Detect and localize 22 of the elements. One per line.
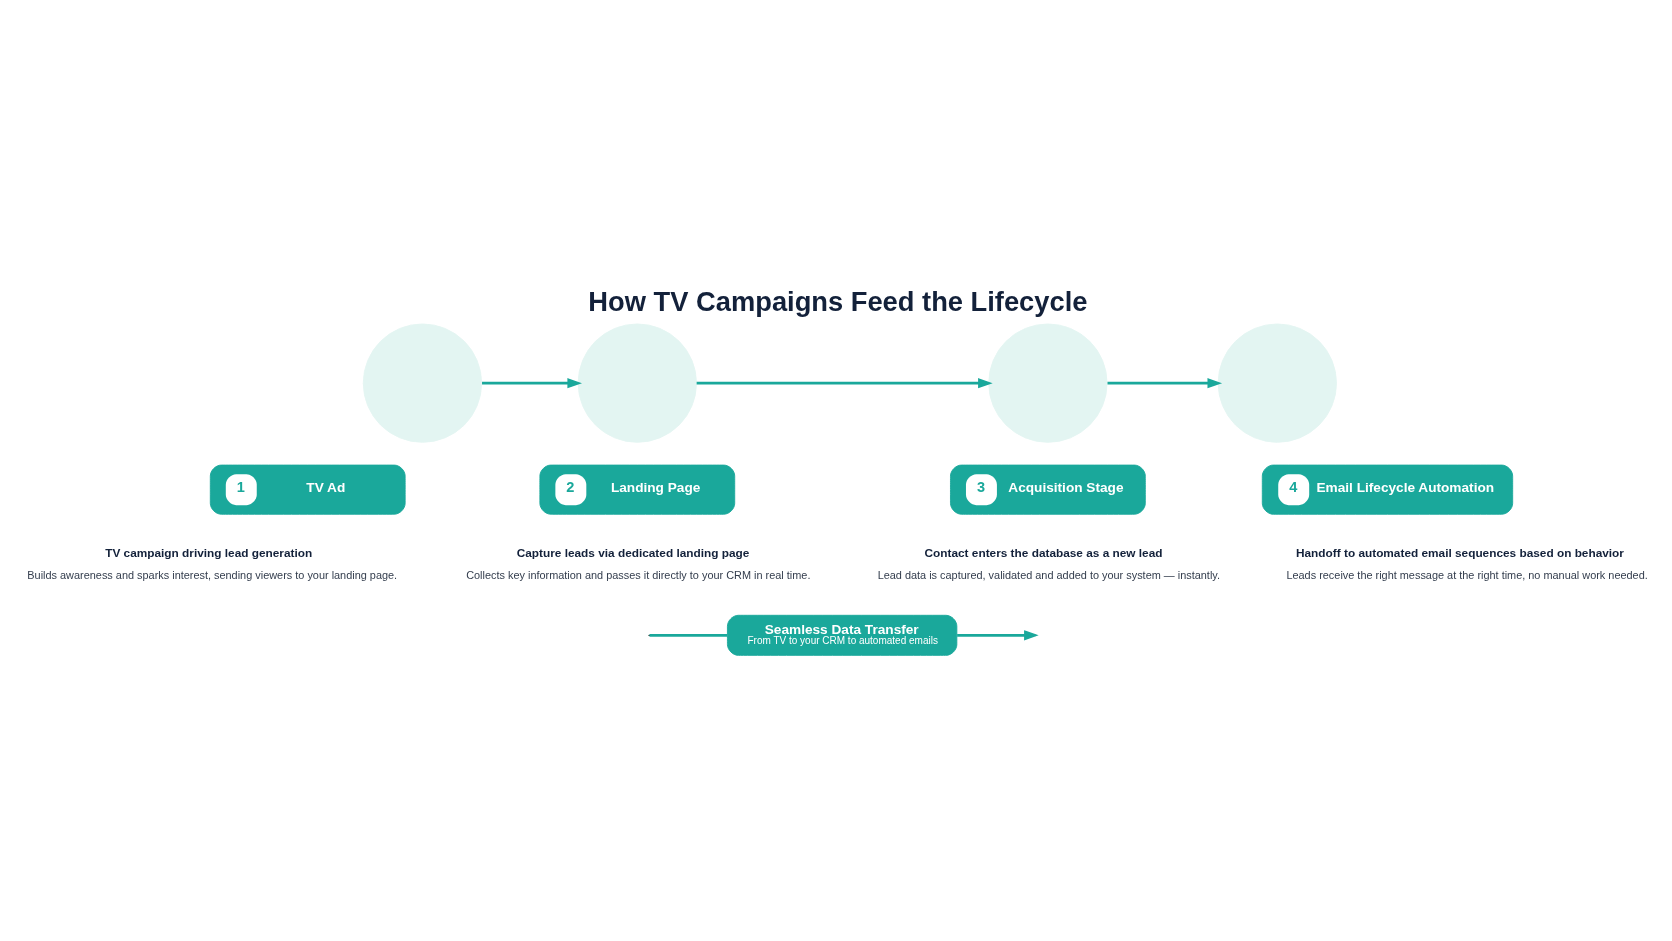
node-box: Seamless Data Transfer From TV to your CRM to automated emails — [726, 614, 958, 656]
node-box: 3 Acquisition Stage — [950, 464, 1146, 515]
node-label: Lead data is captured, validated and added to your system — instantly. — [877, 568, 1220, 581]
node-label: TV campaign driving lead generation — [105, 545, 313, 560]
node-label: Builds awareness and sparks interest, sending viewers to your landing page. — [27, 568, 398, 581]
node-box: 2 Landing Page — [539, 464, 736, 515]
node-circle — [988, 323, 1108, 443]
node-box: 1 TV Ad — [209, 464, 406, 515]
arrow — [482, 377, 582, 388]
node-label: Collects key information and passes it directly to your CRM in real time. — [466, 568, 811, 581]
arrow — [1107, 377, 1223, 388]
node-label: Leads receive the right message at the right time, no manual work needed. — [1286, 568, 1648, 581]
node-label: Contact enters the database as a new lead — [924, 545, 1163, 560]
node-label: Capture leads via dedicated landing page — [516, 545, 750, 560]
node-label: Handoff to automated email sequences based on behavior — [1295, 545, 1624, 560]
node-circle — [577, 323, 697, 443]
diagram-title: How TV Campaigns Feed the Lifecycle — [588, 285, 1088, 317]
node-circle — [1217, 323, 1337, 443]
arrow — [696, 377, 993, 388]
node-circle — [362, 323, 483, 443]
connector — [649, 633, 728, 637]
node-box: 4 Email Lifecycle Automation — [1261, 464, 1514, 515]
